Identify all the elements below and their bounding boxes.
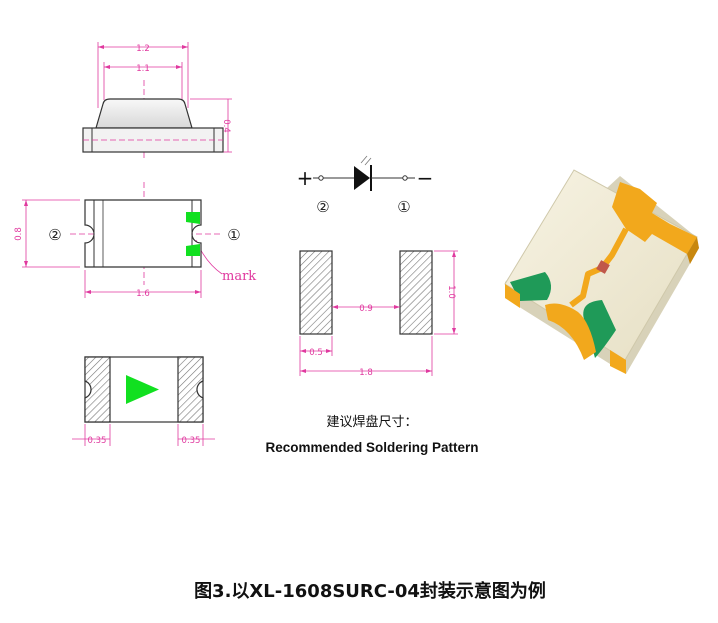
lens-dome (95, 98, 193, 129)
dim-height: 0.4 (221, 119, 231, 133)
solder-pad-right (399, 250, 433, 335)
pin2-label-symbol: ② (316, 198, 329, 216)
dim-body-height: 0.8 (14, 227, 24, 241)
side-view: 1.2 1.1 0.4 (82, 42, 232, 160)
render-pad-green-left (510, 272, 552, 301)
render-notch-gold (545, 303, 596, 360)
bottom-view: 0.35 0.35 (72, 356, 215, 446)
solder-pad-left (299, 250, 333, 335)
soldering-pattern: 0.9 1.0 0.5 1.8 (299, 250, 458, 378)
led-3d-render (504, 169, 699, 374)
pin2-label-top: ② (48, 226, 61, 244)
diode-triangle (354, 166, 370, 190)
polarity-mark-lower (186, 244, 200, 256)
soldering-caption-cn: 建议焊盘尺寸： (326, 414, 417, 430)
mark-label: mark (222, 269, 256, 284)
soldering-caption-en: Recommended Soldering Pattern (265, 440, 478, 455)
dim-pad-width-right: 0.35 (182, 436, 201, 446)
dim-pattern-pad-height: 1.0 (446, 285, 456, 299)
dim-pad-width-left: 0.35 (88, 436, 107, 446)
dim-pattern-total-length: 1.8 (359, 368, 373, 378)
emission-arrows (360, 155, 372, 166)
polarity-mark-upper (186, 212, 200, 224)
dim-top-width-inner: 1.1 (136, 64, 150, 74)
body-outline (84, 199, 202, 268)
pin1-label-symbol: ① (397, 198, 410, 216)
render-trace (569, 227, 629, 308)
anode-plus: + (297, 166, 314, 190)
pin1-label-top: ① (227, 226, 240, 244)
figure-caption: 图3.以XL-1608SURC-04封装示意图为例 (194, 580, 546, 602)
diode-symbol: + − ② ① (297, 155, 434, 216)
dim-top-width-outer: 1.2 (136, 44, 150, 54)
cathode-minus: − (417, 166, 434, 190)
top-view: 0.8 1.6 ② ① mark (14, 182, 256, 299)
bottom-pad-right (177, 356, 204, 423)
polarity-triangle (126, 375, 159, 404)
dim-pattern-pad-width: 0.5 (309, 348, 323, 358)
dim-body-length: 1.6 (136, 289, 150, 299)
render-pad-gold (612, 182, 697, 254)
dim-pattern-gap: 0.9 (359, 304, 373, 314)
bottom-pad-left (84, 356, 111, 423)
render-chip (596, 260, 610, 274)
